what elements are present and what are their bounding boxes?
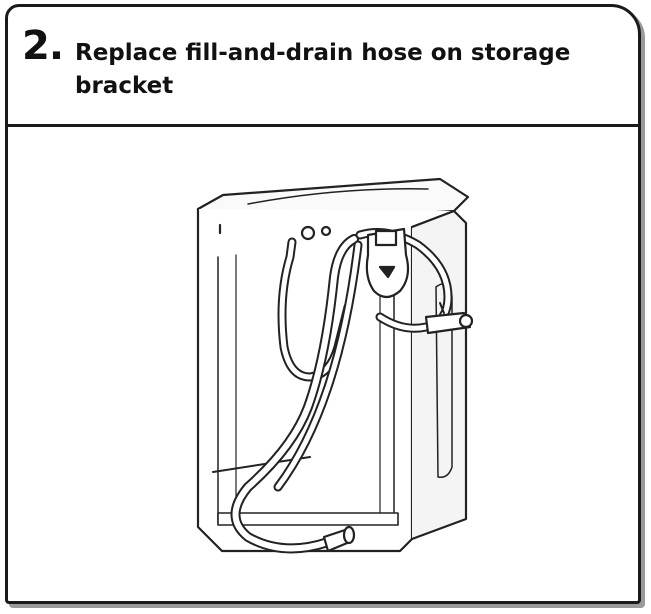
illustration-panel bbox=[8, 127, 638, 601]
step-number: 2. bbox=[22, 23, 64, 69]
instruction-card: 2. Replace fill-and-drain hose on storag… bbox=[5, 4, 641, 604]
step-header: 2. Replace fill-and-drain hose on storag… bbox=[8, 7, 638, 127]
step-title: Replace fill-and-drain hose on storage b… bbox=[75, 40, 571, 99]
washer-rear-view-icon bbox=[196, 177, 474, 554]
